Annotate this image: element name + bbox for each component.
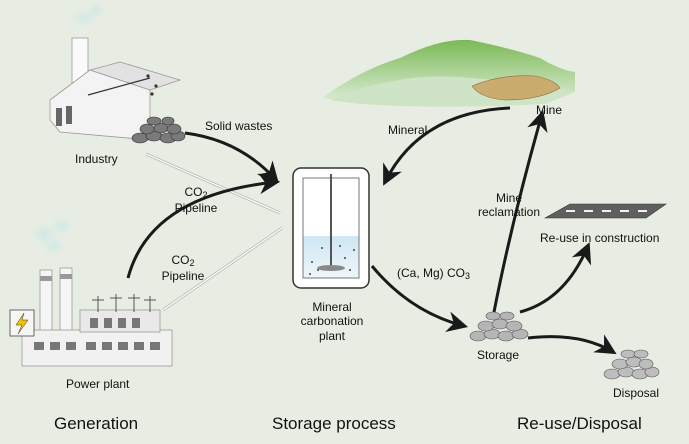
mine-landscape-icon: [322, 39, 575, 107]
section-storage-process: Storage process: [272, 414, 396, 433]
lightning-icon: [15, 312, 29, 335]
disposal-pile-icon: [603, 349, 660, 380]
arrow-storage-to-disposal: [527, 334, 617, 355]
arrow-plant-to-storage: [370, 265, 469, 332]
section-reuse-disposal: Re-use/Disposal: [517, 414, 642, 433]
arrow-storage-to-mine: [492, 109, 548, 313]
mineral-label: Mineral: [388, 123, 428, 137]
co2-pipeline-label-2: CO2 Pipeline: [161, 253, 205, 283]
industry-label: Industry: [75, 152, 118, 166]
mineral-carbonation-reactor-icon: [292, 167, 370, 289]
mine-reclamation-label: Mine reclamation: [477, 191, 541, 220]
mine-label: Mine: [536, 103, 563, 117]
arrow-powerplant-to-plant: [126, 173, 281, 279]
industry-icon: [49, 2, 186, 144]
arrow-industry-to-plant: [184, 131, 279, 184]
storage-pile-icon: [469, 311, 529, 342]
mineral-carbonation-plant-label: Mineral carbonation plant: [300, 300, 364, 343]
reuse-construction-label: Re-use in construction: [540, 231, 660, 245]
co2-pipelines: [145, 152, 283, 312]
section-generation: Generation: [54, 414, 139, 433]
carbonate-label: (Ca, Mg) CO3: [397, 266, 471, 281]
arrow-mine-to-plant: [383, 106, 511, 186]
co2-pipeline-label-1: CO2 Pipeline: [174, 185, 218, 215]
storage-label: Storage: [477, 348, 520, 362]
road-icon: [543, 203, 667, 219]
arrow-storage-to-construction: [519, 242, 592, 314]
disposal-label: Disposal: [613, 386, 660, 400]
power-plant-icon: [9, 216, 173, 367]
power-plant-label: Power plant: [66, 377, 130, 391]
solid-wastes-label: Solid wastes: [205, 119, 273, 133]
